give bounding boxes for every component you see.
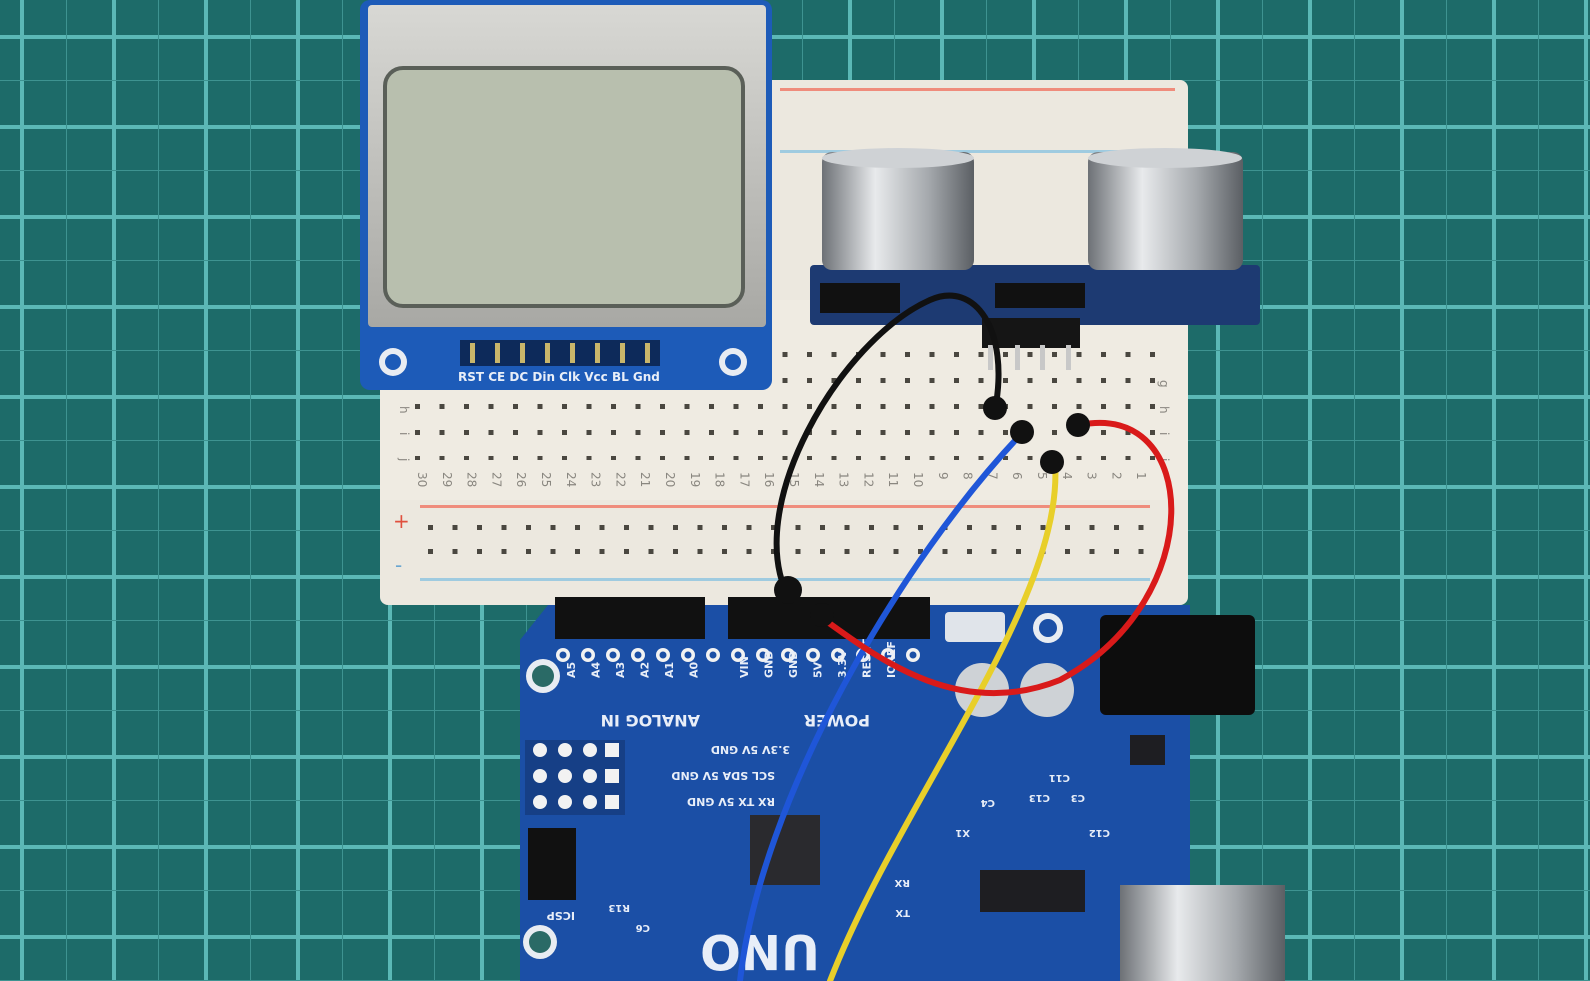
row-letter: j (397, 457, 411, 461)
column-number: 27 (489, 472, 503, 487)
column-number: 25 (539, 472, 553, 487)
column-number: 5 (1035, 472, 1049, 480)
column-number: 6 (1010, 472, 1024, 480)
breadboard-holes (410, 400, 1170, 460)
rail-plus-label: + (393, 509, 410, 533)
power-pin-label: GND (787, 651, 800, 678)
power-rail-holes (425, 522, 1150, 567)
jumper-wires (737, 292, 1175, 981)
header-row-3-label: RX TX 5V GND (687, 795, 775, 808)
component-label: C13 (1029, 792, 1050, 803)
usb-chip (980, 870, 1085, 912)
column-number: 14 (812, 472, 826, 487)
icsp-header (528, 828, 576, 900)
row-letter: i (397, 432, 411, 435)
column-number: 8 (961, 472, 975, 480)
component-label: RX (894, 877, 910, 888)
column-number: 26 (514, 472, 528, 487)
column-number: 29 (440, 472, 454, 487)
column-number: 20 (663, 472, 677, 487)
wire-red (819, 419, 1175, 697)
analog-pin-label: A5 (565, 662, 578, 678)
component-label: C11 (1049, 772, 1070, 783)
component-label: C6 (636, 922, 650, 933)
column-number: 23 (589, 472, 603, 487)
voltage-regulator (1130, 735, 1165, 765)
row-letter: g (1157, 380, 1171, 388)
column-number: 28 (465, 472, 479, 487)
wire-blue (737, 427, 1028, 981)
column-number: 18 (713, 472, 727, 487)
column-number: 17 (737, 472, 751, 487)
power-pin-label: VIN (738, 656, 751, 678)
column-number: 19 (688, 472, 702, 487)
analog-pin-label: A0 (688, 661, 701, 678)
analog-header (555, 597, 705, 639)
board-name: UNO (700, 923, 820, 979)
wire-black (773, 292, 1002, 603)
power-pin-label: 3.3V (836, 650, 849, 678)
lcd-header-pin (495, 343, 500, 363)
usb-port (1120, 885, 1285, 981)
row-letter: j (1157, 457, 1171, 461)
analog-pin-labels: A5 A4 A3 A2 A1 A0 (565, 661, 701, 678)
power-label: POWER (804, 711, 870, 730)
component-label: C3 (1071, 792, 1085, 803)
analog-pin-label: A4 (590, 661, 603, 678)
column-number: 12 (861, 472, 875, 487)
power-jack (1100, 615, 1255, 715)
analog-pin-label: A3 (614, 662, 627, 678)
row-letter: h (1157, 406, 1171, 414)
component-label: C12 (1089, 827, 1110, 838)
component-label: TX (895, 907, 910, 918)
analog-pin-label: A1 (663, 662, 676, 678)
transducer-left (822, 152, 974, 270)
power-pin-label: 5V (812, 661, 825, 678)
header-row-1-label: 3.3V 5V GND (711, 743, 790, 756)
column-number: 4 (1060, 472, 1074, 480)
lcd-pin-labels: RST CE DC Din Clk Vcc BL Gnd (458, 370, 660, 384)
column-number: 13 (837, 472, 851, 487)
column-number: 24 (564, 472, 578, 487)
lcd-header-pin (645, 343, 650, 363)
row-letter: h (397, 406, 411, 414)
lcd-header-pin (570, 343, 575, 363)
component-label: C4 (981, 797, 995, 808)
lcd-header-pin (595, 343, 600, 363)
column-number: 3 (1085, 472, 1099, 480)
column-number: 7 (985, 472, 999, 480)
component-label: X1 (955, 827, 970, 838)
lcd-screen (383, 66, 745, 308)
power-pin-label: GND (763, 651, 776, 678)
rail-minus-label: - (395, 553, 402, 577)
nokia-lcd-module: RST CE DC Din Clk Vcc BL Gnd (360, 0, 772, 390)
breadboard-holes-upper (775, 340, 1170, 395)
lcd-header-pin (520, 343, 525, 363)
column-number: 21 (638, 472, 652, 487)
lcd-header-pin (470, 343, 475, 363)
lcd-header-pin (545, 343, 550, 363)
column-number: 22 (613, 472, 627, 487)
column-number: 16 (762, 472, 776, 487)
header-row-2-label: SCL SDA 5V GND (671, 769, 775, 782)
wire-yellow (827, 459, 1059, 981)
column-number: 10 (911, 472, 925, 487)
icsp-label: ICSP (547, 909, 575, 922)
lcd-header-pin (620, 343, 625, 363)
analog-in-label: ANALOG IN (601, 711, 700, 730)
column-number: 2 (1109, 472, 1123, 480)
component-label: R13 (608, 902, 630, 913)
transducer-right (1088, 152, 1243, 270)
analog-pin-label: A2 (639, 662, 652, 678)
row-letter: i (1157, 432, 1171, 435)
column-number: 30 (415, 472, 429, 487)
column-number: 11 (886, 472, 900, 487)
column-number: 1 (1134, 472, 1148, 480)
ultrasonic-sensor (810, 148, 1260, 370)
column-number: 9 (936, 472, 950, 480)
